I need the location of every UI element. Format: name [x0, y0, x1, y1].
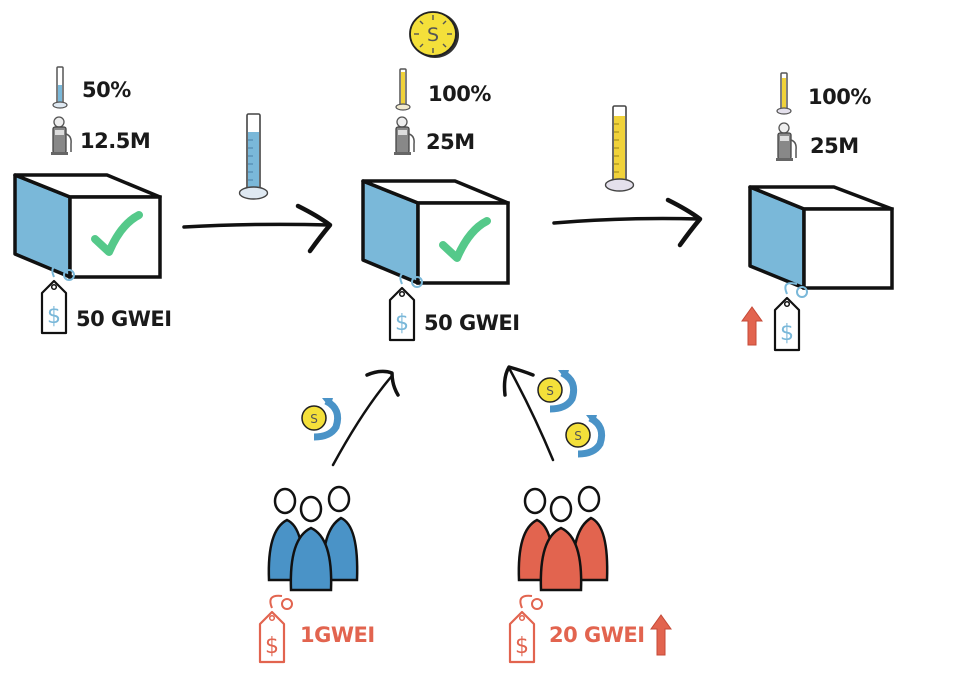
measuring-cylinder-icon: [238, 113, 269, 200]
price-tag-icon: $: [258, 594, 293, 664]
price-increase-arrow-icon: [650, 614, 672, 656]
svg-text:$: $: [47, 304, 61, 329]
svg-text:$: $: [395, 311, 409, 336]
block-fullness-label: 50%: [82, 78, 131, 102]
block-gas-label: 12.5M: [80, 129, 151, 153]
arrow-blue-group-to-block2: [331, 369, 400, 467]
block-1: 50% 12.5M $ 50 GWEI: [0, 60, 200, 350]
arrow-red-group-to-block2: [502, 365, 555, 462]
block-fullness-label: 100%: [808, 85, 871, 109]
svg-text:$: $: [515, 634, 529, 659]
check-icon: [91, 211, 143, 256]
block-cube-icon: [361, 179, 510, 285]
price-tag-icon: $: [773, 282, 808, 352]
svg-text:S: S: [574, 429, 582, 443]
svg-text:S: S: [427, 24, 439, 46]
svg-text:$: $: [265, 634, 279, 659]
block-cube-icon: [13, 173, 162, 279]
svg-text:S: S: [310, 412, 318, 426]
arrow-block1-to-block2: [182, 203, 333, 254]
group-price-label: 1GWEI: [300, 623, 375, 647]
price-tag-icon: $: [508, 594, 543, 664]
coin-transfer-icon: S: [537, 369, 578, 413]
cylinder-fill: [248, 132, 259, 189]
price-increase-arrow-icon: [741, 306, 763, 346]
coin-transfer-icon: S: [301, 397, 342, 441]
price-tag-icon: $: [40, 265, 75, 335]
group-price-label: 20 GWEI: [549, 623, 645, 647]
coin-transfer-icon: S: [565, 414, 606, 458]
block-2: 100% 25M $ 50 GWEI: [350, 60, 550, 350]
svg-text:$: $: [780, 321, 794, 346]
people-group-icon: [267, 485, 359, 592]
block-gas-label: 25M: [426, 130, 475, 154]
gas-pump-icon: [51, 116, 72, 155]
cylinder-fill: [614, 116, 625, 181]
check-icon: [439, 217, 491, 262]
measuring-cylinder-icon: [395, 68, 411, 111]
block-fullness-label: 100%: [428, 82, 491, 106]
block-gas-label: 25M: [810, 134, 859, 158]
arrow-block2-to-block3: [552, 197, 703, 248]
coin-reward-icon: S: [409, 11, 459, 58]
measuring-cylinder-icon: [604, 105, 635, 192]
price-tag-icon: $: [388, 272, 423, 342]
block-price-label: 50 GWEI: [424, 311, 520, 335]
user-group-blue: $ 1GWEI: [258, 480, 460, 690]
user-group-red: $ 20 GWEI: [508, 480, 710, 690]
gas-pump-icon: [394, 116, 415, 155]
block-3: 100% 25M $: [720, 60, 940, 360]
people-group-icon: [517, 485, 609, 592]
block-price-label: 50 GWEI: [76, 307, 172, 331]
block-cube-icon: [748, 185, 894, 290]
gas-pump-icon: [776, 122, 797, 161]
measuring-cylinder-icon: [776, 72, 792, 115]
svg-text:S: S: [546, 384, 554, 398]
measuring-cylinder-icon: [52, 66, 68, 109]
